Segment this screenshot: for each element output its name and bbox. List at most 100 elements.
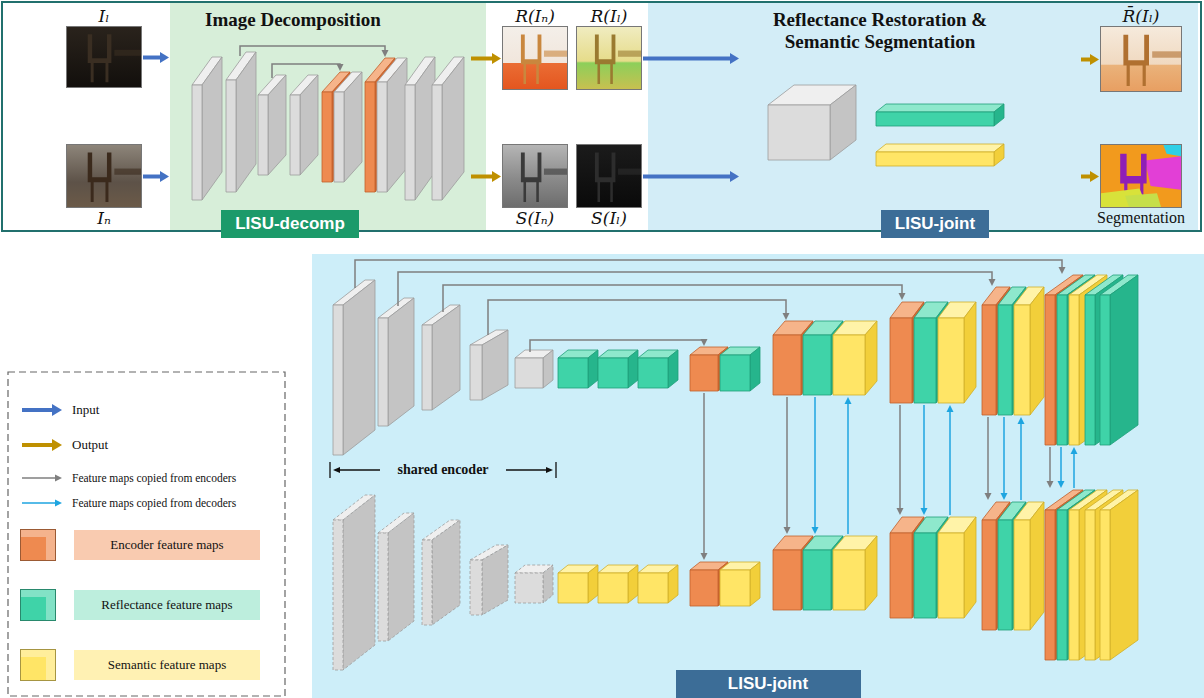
reflectance-image: R(Iₗ) bbox=[576, 6, 642, 90]
flow-arrow-head bbox=[1090, 171, 1099, 182]
panel-heading: Reflectance Restoration & Semantic Segme… bbox=[740, 9, 1020, 53]
feature-map bbox=[720, 355, 750, 391]
legend-sample bbox=[22, 408, 53, 412]
graphic-part bbox=[595, 152, 615, 202]
skip-connection bbox=[530, 340, 704, 352]
feature-map bbox=[1085, 295, 1095, 445]
feature-map bbox=[1100, 510, 1110, 660]
skip-connection-head bbox=[899, 293, 906, 300]
decoder-copy-head bbox=[845, 397, 852, 404]
graphic-part bbox=[114, 50, 141, 56]
feature-map bbox=[1110, 490, 1138, 660]
decoder-copy bbox=[814, 397, 816, 528]
panel-heading: Image Decomposition bbox=[205, 9, 381, 31]
feature-map bbox=[432, 85, 442, 200]
feature-map bbox=[470, 345, 482, 400]
feature-map bbox=[543, 565, 553, 603]
feature-map bbox=[598, 573, 628, 603]
graphic-part bbox=[67, 27, 141, 87]
skip-connection-head bbox=[382, 50, 389, 57]
encoder-copy-head bbox=[1047, 481, 1054, 488]
legend-frame bbox=[8, 372, 285, 696]
normal-light-image: Iₙ bbox=[66, 144, 142, 228]
image-label: Iₗ bbox=[46, 6, 162, 26]
decoder-copy bbox=[1020, 423, 1022, 500]
feature-map bbox=[876, 104, 1004, 112]
encoder-copy bbox=[987, 417, 989, 494]
flow-arrow bbox=[1081, 171, 1099, 182]
image-thumbnail bbox=[1100, 144, 1182, 208]
decoder-copy-head bbox=[812, 527, 819, 534]
skip-connection-head bbox=[783, 313, 790, 320]
feature-map bbox=[343, 280, 375, 455]
module-name: LISU-joint bbox=[690, 674, 847, 694]
flow-arrow-shaft bbox=[1081, 175, 1091, 179]
feature-map bbox=[344, 72, 362, 182]
encoder-copy bbox=[899, 405, 901, 509]
image-thumbnail bbox=[576, 26, 642, 90]
legend-text: Feature maps copied from encoders bbox=[72, 470, 236, 486]
image-label: S(Iₗ) bbox=[556, 208, 662, 228]
legend-text: Output bbox=[72, 437, 108, 453]
skip-connection bbox=[355, 260, 1062, 288]
legend-sample bbox=[22, 502, 56, 504]
feature-map bbox=[668, 565, 678, 603]
feature-map bbox=[482, 545, 508, 615]
decoder-copy-head bbox=[1071, 447, 1078, 454]
bracket-arrow-head bbox=[546, 467, 553, 473]
feature-map bbox=[343, 495, 375, 670]
reflectance-image: R(Iₙ) bbox=[502, 6, 568, 90]
decoder-copy bbox=[923, 405, 925, 509]
flow-arrow bbox=[1081, 54, 1099, 65]
feature-map bbox=[1110, 275, 1138, 445]
decoder-copy-head bbox=[1001, 493, 1008, 500]
legend-label-box: Encoder feature maps bbox=[74, 530, 260, 560]
decoder-copy bbox=[949, 411, 951, 515]
flow-arrow-shaft bbox=[471, 57, 493, 61]
feature-map bbox=[226, 80, 236, 192]
top-frame bbox=[2, 2, 1201, 231]
skip-connection-head bbox=[337, 64, 344, 71]
graphic-part bbox=[1101, 145, 1181, 207]
feature-map bbox=[876, 112, 994, 126]
graphic-part bbox=[618, 51, 641, 57]
feature-map bbox=[365, 82, 375, 192]
feature-map bbox=[1057, 510, 1067, 660]
image-thumbnail bbox=[66, 26, 142, 88]
joint-panel: Reflectance Restoration & Semantic Segme… bbox=[740, 3, 1080, 231]
feature-map bbox=[333, 305, 343, 455]
flow-arrow-head bbox=[160, 171, 169, 182]
graphic-part bbox=[544, 169, 567, 175]
bracket-tick bbox=[555, 462, 556, 478]
feature-map bbox=[690, 570, 718, 606]
legend-sample-head bbox=[52, 404, 62, 416]
feature-map bbox=[1030, 287, 1044, 415]
legend-sample-head bbox=[55, 500, 62, 507]
image-label: S(Iₙ) bbox=[482, 208, 588, 228]
feature-map bbox=[628, 350, 638, 388]
low-light-image: Iₗ bbox=[66, 6, 142, 88]
bracket-arrow bbox=[339, 469, 380, 470]
feature-map bbox=[1055, 275, 1083, 445]
feature-map bbox=[768, 105, 830, 160]
graphic-part bbox=[88, 152, 112, 202]
feature-map bbox=[964, 517, 976, 618]
decomposition-panel: Image DecompositionLISU-decomp bbox=[170, 3, 470, 231]
legend-sample bbox=[22, 443, 53, 447]
image-thumbnail bbox=[502, 144, 568, 208]
feature-map bbox=[938, 318, 964, 403]
feature-map bbox=[422, 540, 432, 625]
shading-image: S(Iₙ) bbox=[502, 144, 568, 228]
flow-arrow-head bbox=[730, 53, 739, 64]
graphic-part bbox=[521, 34, 541, 84]
flow-arrow-head bbox=[160, 52, 169, 63]
feature-map bbox=[598, 358, 628, 388]
graphic-part bbox=[88, 34, 112, 82]
feature-map bbox=[876, 152, 994, 166]
feature-map bbox=[750, 347, 760, 391]
module-label: LISU-joint bbox=[676, 670, 861, 698]
flow-arrow-head bbox=[730, 171, 739, 182]
feature-map bbox=[914, 318, 936, 403]
feature-map bbox=[833, 550, 865, 610]
decoder-copy-head bbox=[947, 405, 954, 412]
